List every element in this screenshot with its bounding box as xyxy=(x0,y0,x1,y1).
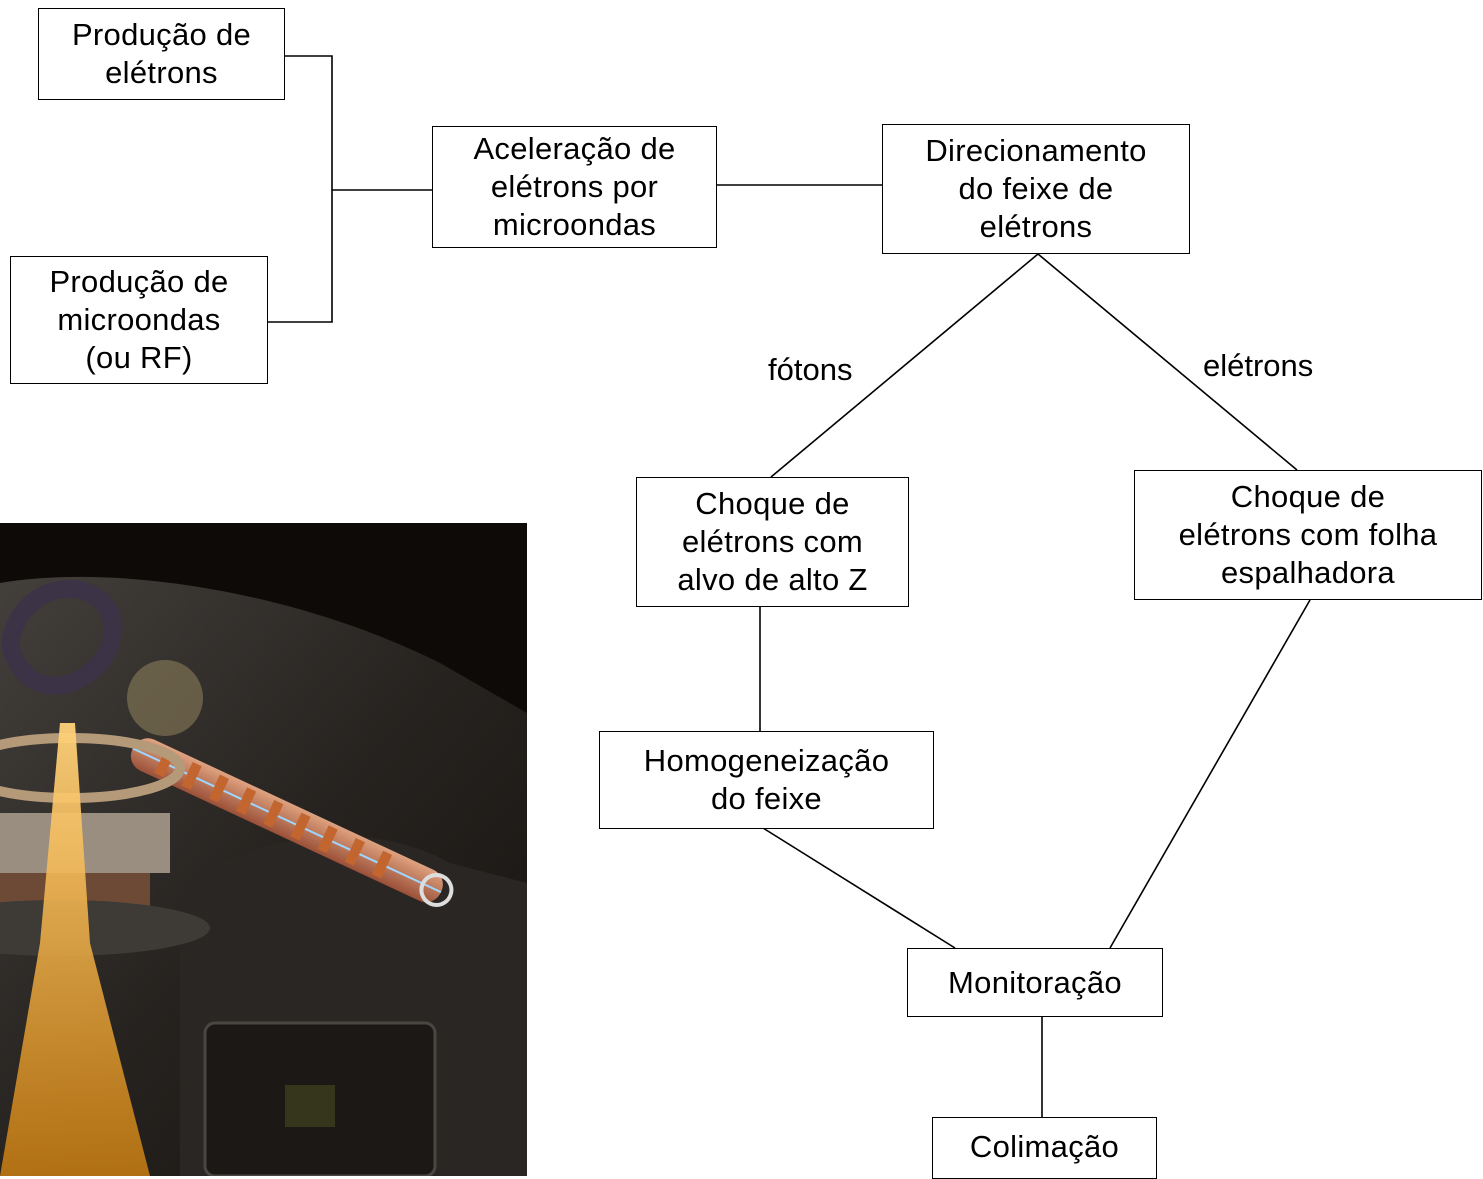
connector-eletrons xyxy=(1037,253,1298,471)
linac-photo xyxy=(0,523,527,1176)
node-direcionamento: Direcionamento do feixe de elétrons xyxy=(882,124,1190,254)
radiation-beam xyxy=(0,723,150,1176)
linac-illustration xyxy=(0,523,527,1176)
connector-fotons xyxy=(770,253,1039,478)
node-homogeneizacao: Homogeneização do feixe xyxy=(599,731,934,829)
connector-prod-eletrons xyxy=(285,55,333,190)
node-monitoracao: Monitoração xyxy=(907,948,1163,1017)
node-colimacao: Colimação xyxy=(932,1117,1157,1179)
edge-label-eletrons: elétrons xyxy=(1203,348,1314,383)
edge-label-fotons: fótons xyxy=(768,352,853,387)
connector-folha-monitoracao xyxy=(1109,599,1311,949)
node-choque-alvo: Choque de elétrons com alvo de alto Z xyxy=(636,477,909,607)
node-producao-microondas: Produção de microondas (ou RF) xyxy=(10,256,268,384)
node-producao-eletrons: Produção de elétrons xyxy=(38,8,285,100)
connector-homogeneizacao-monitoracao xyxy=(762,827,956,949)
node-aceleracao: Aceleração de elétrons por microondas xyxy=(432,126,717,248)
connector-prod-micro xyxy=(268,190,333,323)
bending-magnet xyxy=(0,580,122,695)
node-choque-folha: Choque de elétrons com folha espalhadora xyxy=(1134,470,1482,600)
